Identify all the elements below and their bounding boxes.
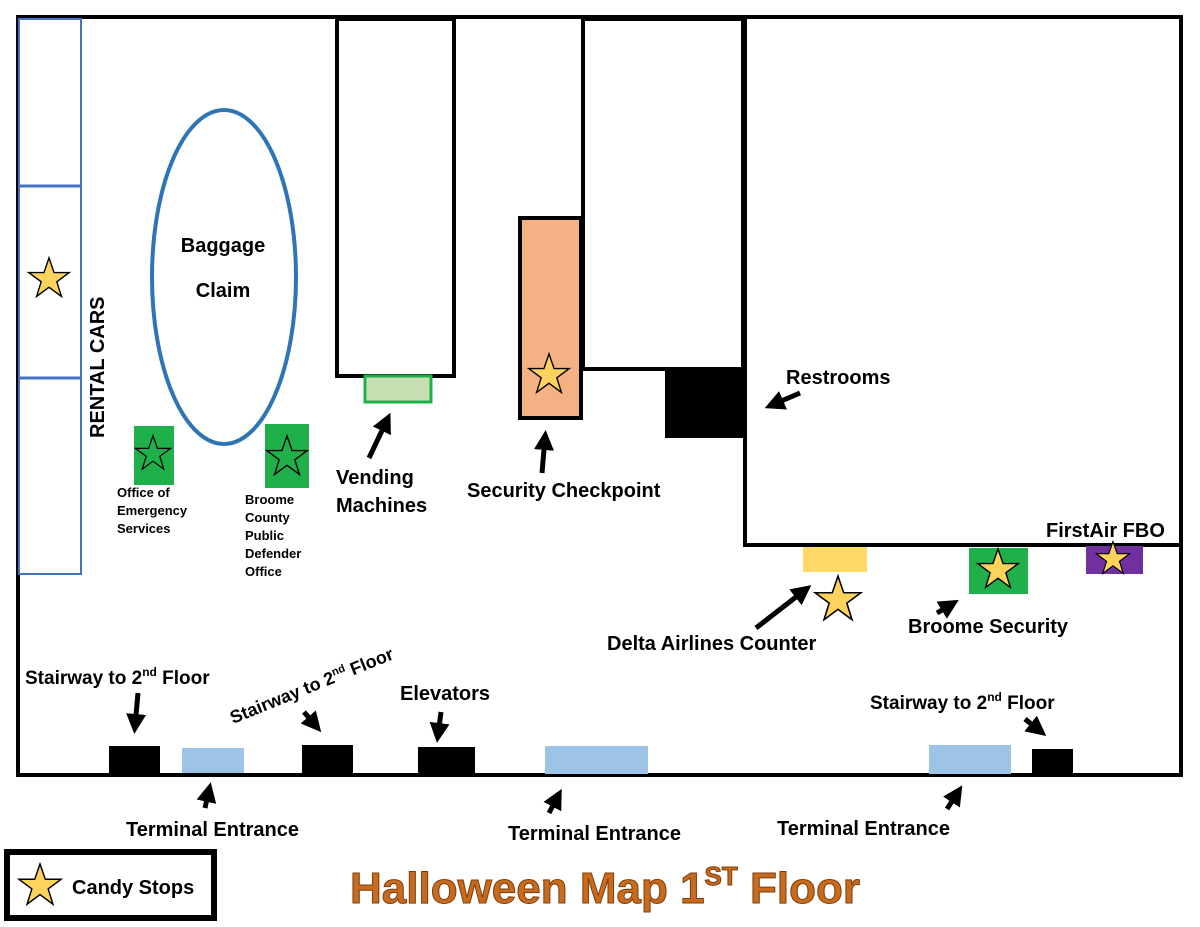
legend-label: Candy Stops (72, 877, 194, 899)
stairway-right-arrow (1023, 715, 1047, 736)
public-defender-office[interactable] (265, 424, 309, 488)
pd-label-1: Broome (245, 492, 294, 507)
vending-machines[interactable] (363, 374, 433, 404)
entrance-left-arrow (196, 782, 217, 809)
terminal-entrance-middle[interactable] (545, 746, 648, 774)
security-checkpoint-label: Security Checkpoint (467, 480, 661, 502)
broome-security-arrow (935, 599, 959, 619)
delta-label: Delta Airlines Counter (607, 633, 817, 655)
elevators[interactable] (418, 747, 475, 775)
pd-label-4: Defender (245, 546, 301, 561)
stairway-middle[interactable] (302, 745, 353, 775)
terminal-entrance-left[interactable] (182, 748, 244, 773)
terminal-entrance-label-2: Terminal Entrance (508, 823, 681, 845)
wall-block-left (335, 17, 456, 378)
rental-cars-area[interactable] (18, 18, 82, 575)
oes-label-1: Office of (117, 485, 170, 500)
map-title: Halloween Map 1ST Floor (350, 861, 860, 913)
legend: Candy Stops (4, 849, 217, 921)
terminal-entrance-right[interactable] (929, 745, 1011, 774)
delta-counter[interactable] (803, 547, 867, 572)
security-arrow (534, 430, 554, 474)
stairway-right[interactable] (1032, 749, 1073, 775)
vending-label-2: Machines (336, 495, 427, 517)
stairway-left-label: Stairway to 2nd Floor (25, 665, 210, 689)
stairway-right-label: Stairway to 2nd Floor (870, 690, 1055, 714)
firstair-fbo[interactable] (1086, 540, 1143, 575)
pd-label-2: County (245, 510, 291, 525)
oes-label-2: Emergency (117, 503, 188, 518)
vending-arrow (366, 412, 391, 460)
terminal-entrance-label-1: Terminal Entrance (126, 819, 299, 841)
rental-cars-label: RENTAL CARS (87, 297, 109, 438)
baggage-claim-label-2: Claim (196, 280, 250, 302)
broome-security-label: Broome Security (908, 616, 1069, 638)
pd-label-3: Public (245, 528, 284, 543)
baggage-claim-carousel[interactable] (150, 108, 298, 446)
delta-arrow (754, 585, 812, 630)
restrooms-label: Restrooms (786, 367, 890, 389)
oes-label-3: Services (117, 521, 171, 536)
wall-block-right (743, 19, 1181, 547)
baggage-claim-label-1: Baggage (181, 235, 265, 257)
security-checkpoint[interactable] (518, 216, 583, 420)
stairway-middle-arrow (300, 710, 322, 733)
stairway-left-arrow (126, 692, 147, 734)
pd-label-5: Office (245, 564, 282, 579)
elevators-arrow (429, 711, 450, 743)
broome-security[interactable] (969, 548, 1028, 594)
restrooms[interactable] (665, 367, 743, 438)
terminal-entrance-label-3: Terminal Entrance (777, 818, 950, 840)
elevators-label: Elevators (400, 683, 490, 705)
entrance-middle-arrow (543, 788, 562, 815)
stairway-left[interactable] (109, 746, 160, 775)
office-emergency-services[interactable] (134, 426, 174, 485)
entrance-right-arrow (943, 785, 963, 811)
wall-block-middle (581, 17, 745, 371)
firstair-label: FirstAir FBO (1046, 520, 1165, 542)
vending-label-1: Vending (336, 467, 414, 489)
restrooms-arrow (764, 390, 801, 410)
